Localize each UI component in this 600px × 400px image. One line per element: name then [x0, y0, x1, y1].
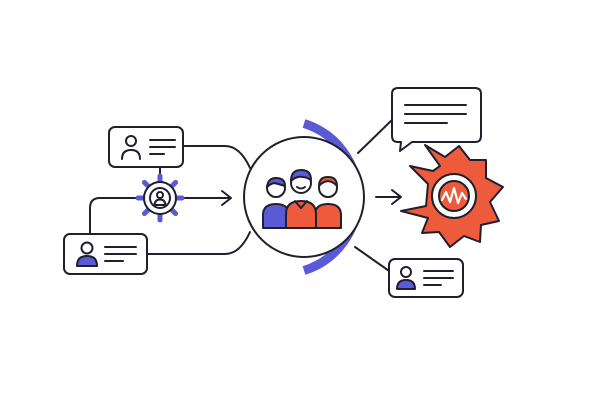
connector-hub-to-bottom-right-card — [354, 246, 393, 274]
connector-top-card-to-hub — [182, 145, 251, 169]
arrow-right-icon — [221, 190, 232, 206]
connector-gear-to-bottom-card — [89, 197, 139, 235]
profile-card-icon — [108, 126, 184, 168]
connector-hub-to-speech-bubble — [357, 118, 394, 154]
team-hub — [243, 119, 365, 275]
profile-card-icon — [388, 258, 464, 298]
gear-burst-icon — [400, 144, 504, 248]
speech-bubble-icon — [391, 87, 482, 152]
profile-card-icon — [63, 233, 148, 275]
team-group-icon — [262, 169, 342, 229]
connector-bottom-card-to-hub — [146, 231, 251, 255]
arrow-right-icon — [391, 189, 402, 205]
user-gear-icon — [135, 173, 185, 223]
